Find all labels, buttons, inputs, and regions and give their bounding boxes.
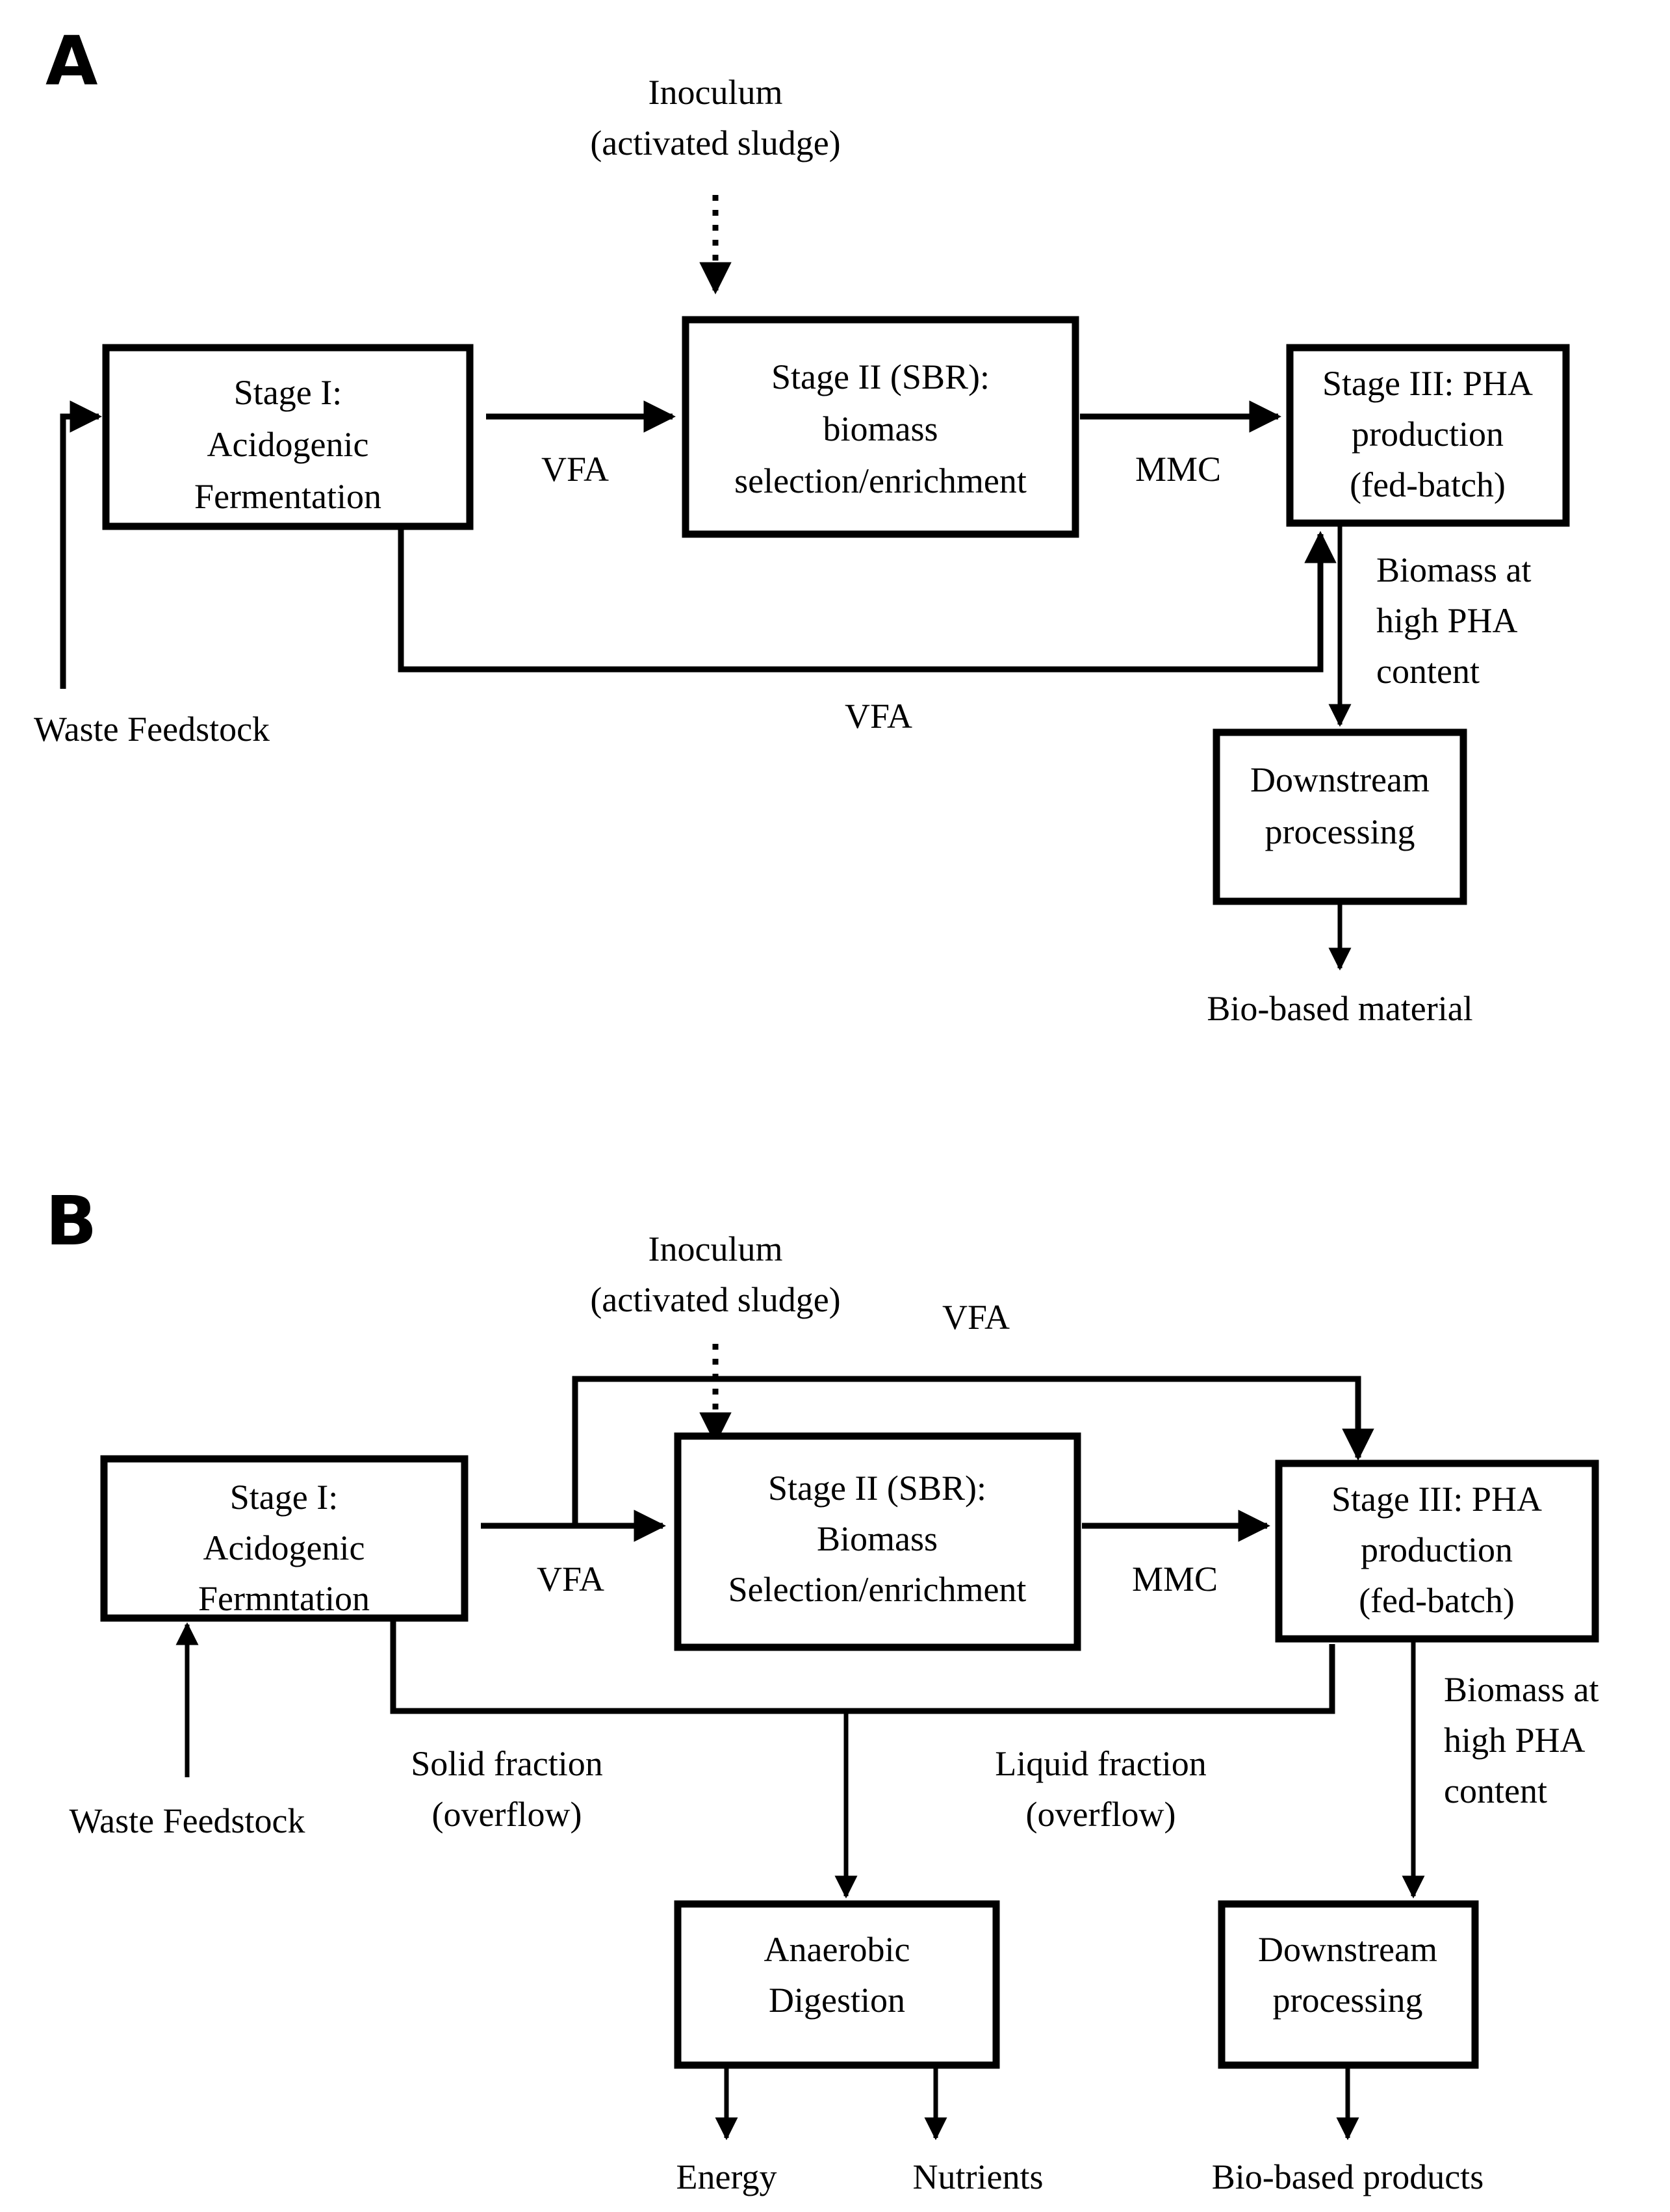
panel-b-anaerobic-box <box>674 1900 1000 2069</box>
panel-a-vfa-bypass-label: VFA <box>845 697 912 736</box>
panel-a-biomass-label-line2: high PHA <box>1376 601 1518 640</box>
panel-a-biomass-label-line1: Biomass at <box>1376 550 1532 589</box>
panel-b-fraction-manifold <box>390 1619 1335 1714</box>
panel-b-liquid-fraction-label-line2: (overflow) <box>1026 1795 1176 1834</box>
panel-a-product-label: Bio-based material <box>1207 989 1472 1028</box>
panel-b-stage2-line2: Biomass <box>817 1519 938 1558</box>
panel-b-inoculum-label-line1: Inoculum <box>649 1229 783 1268</box>
panel-b-stage3-line1: Stage III: PHA <box>1331 1480 1542 1519</box>
panel-a: A Inoculum (activated sludge) Waste Feed… <box>34 21 1570 1028</box>
panel-b-stage3-box <box>1275 1460 1599 1643</box>
panel-a-stage3-line3: (fed-batch) <box>1350 465 1506 504</box>
panel-a-mmc-label: MMC <box>1135 450 1221 489</box>
panel-b-solid-fraction-label-line1: Solid fraction <box>411 1744 602 1783</box>
panel-b-letter: B <box>45 1181 97 1261</box>
panel-a-stage2-line2: biomass <box>823 409 938 448</box>
panel-a-inoculum-label-line2: (activated sludge) <box>590 123 840 162</box>
panel-b-stage1-box <box>100 1455 469 1622</box>
panel-b-liquid-fraction-label-line1: Liquid fraction <box>995 1744 1206 1783</box>
panel-b-downstream-box <box>1218 1900 1479 2069</box>
panel-a-stage1-line2: Acidogenic <box>207 425 369 464</box>
panel-a-vfa-bypass-line <box>398 528 1337 673</box>
panel-a-downstream-box <box>1213 728 1467 905</box>
panel-b-stage1-line3: Fermntation <box>198 1579 370 1618</box>
panel-b-energy-label: Energy <box>676 2157 777 2196</box>
panel-b-anaerobic-line1: Anaerobic <box>764 1930 910 1969</box>
panel-b-stage2-line3: Selection/enrichment <box>728 1570 1027 1609</box>
panel-a-waste-feedstock-arrow <box>60 400 102 689</box>
panel-b-downstream-line2: processing <box>1273 1981 1423 2020</box>
panel-a-stage2-box <box>682 316 1079 538</box>
panel-a-stage3-line2: production <box>1352 415 1504 454</box>
panel-b-biomass-label-line2: high PHA <box>1444 1721 1586 1760</box>
panel-a-downstream-line1: Downstream <box>1250 760 1430 799</box>
panel-b-biomass-label-line3: content <box>1444 1771 1547 1810</box>
panel-b: B Inoculum (activated sludge) VFA Waste … <box>45 1181 1599 2196</box>
panel-a-stage2-line1: Stage II (SBR): <box>771 357 990 396</box>
panel-a-stage3-box <box>1286 344 1570 527</box>
panel-b-vfa-top-bypass-line <box>572 1376 1374 1526</box>
panel-a-waste-feedstock-label: Waste Feedstock <box>34 710 270 749</box>
panel-b-stage1-line2: Acidogenic <box>203 1528 365 1567</box>
panel-b-nutrients-label: Nutrients <box>913 2157 1044 2196</box>
panel-a-letter: A <box>45 21 98 101</box>
panel-b-anaerobic-line2: Digestion <box>769 1981 905 2020</box>
panel-b-solid-fraction-label-line2: (overflow) <box>432 1795 582 1834</box>
panel-b-stage2-box <box>674 1432 1081 1651</box>
panel-a-stage2-line3: selection/enrichment <box>734 461 1027 500</box>
panel-b-vfa-label-1: VFA <box>537 1560 604 1599</box>
panel-b-waste-feedstock-label: Waste Feedstock <box>69 1801 305 1840</box>
panel-a-stage1-box <box>102 344 474 530</box>
panel-b-stage1-line1: Stage I: <box>230 1478 338 1517</box>
panel-b-stage2-line1: Stage II (SBR): <box>768 1469 986 1508</box>
panel-b-inoculum-label-line2: (activated sludge) <box>590 1280 840 1319</box>
panel-a-biomass-label-line3: content <box>1376 652 1480 691</box>
panel-a-stage1-line3: Fermentation <box>194 477 381 516</box>
panel-a-vfa-label-1: VFA <box>541 450 609 489</box>
panel-a-stage3-line1: Stage III: PHA <box>1322 364 1533 403</box>
panel-b-biomass-label-line1: Biomass at <box>1444 1670 1599 1709</box>
panel-b-vfa-top-label: VFA <box>942 1298 1010 1337</box>
panel-b-product-label: Bio-based products <box>1212 2157 1484 2196</box>
panel-a-downstream-line2: processing <box>1265 812 1415 851</box>
panel-b-mmc-label: MMC <box>1132 1560 1218 1599</box>
panel-b-stage3-line3: (fed-batch) <box>1359 1581 1515 1620</box>
panel-b-downstream-line1: Downstream <box>1258 1930 1437 1969</box>
panel-a-stage1-line1: Stage I: <box>234 373 342 412</box>
panel-a-inoculum-label-line1: Inoculum <box>649 73 783 112</box>
panel-b-stage3-line2: production <box>1361 1530 1513 1569</box>
